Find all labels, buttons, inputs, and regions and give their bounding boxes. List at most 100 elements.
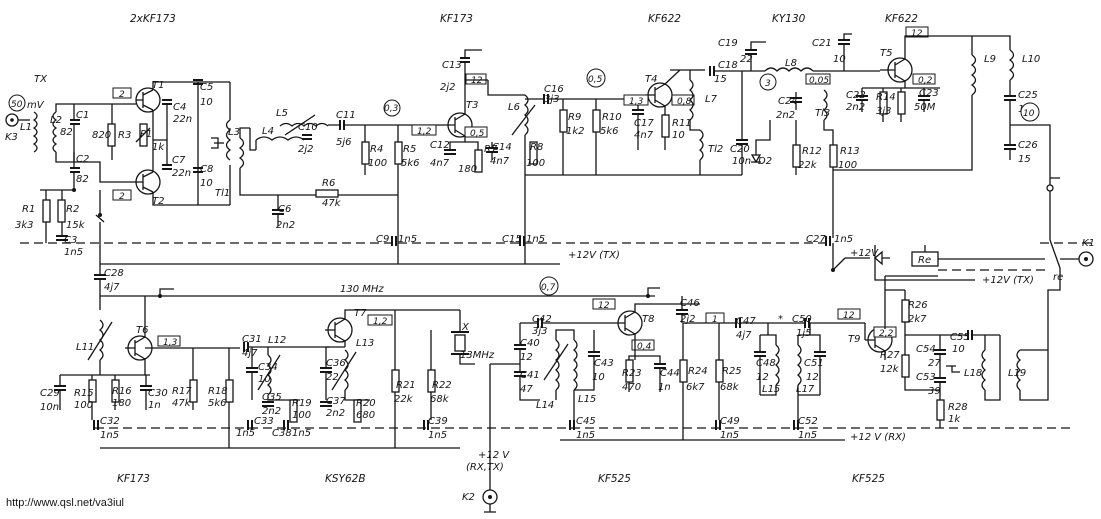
- svg-text:2n2: 2n2: [262, 406, 281, 417]
- svg-text:T3: T3: [466, 100, 478, 111]
- svg-text:4j7: 4j7: [242, 348, 258, 359]
- svg-text:1n: 1n: [658, 382, 671, 393]
- c49-capacitor-icon: [715, 420, 721, 430]
- input-section: K3 50 mV TX L1 L2 82 C1 C2 82: [5, 74, 89, 192]
- svg-text:10: 10: [200, 178, 213, 189]
- svg-text:R10: R10: [602, 112, 622, 123]
- tl1-transformer-icon: [238, 137, 245, 169]
- svg-text:Tl3: Tl3: [815, 108, 830, 119]
- r8-resistor-icon: [529, 141, 538, 165]
- svg-text:10: 10: [833, 54, 846, 65]
- svg-text:1k: 1k: [948, 414, 961, 425]
- svg-text:10: 10: [258, 374, 271, 385]
- svg-text:12k: 12k: [880, 364, 900, 375]
- svg-text:C3: C3: [64, 235, 77, 246]
- svg-text:12: 12: [843, 311, 855, 321]
- svg-text:mV: mV: [27, 100, 45, 111]
- voltage-box-1-2-t7: [367, 314, 393, 326]
- svg-text:4n7: 4n7: [490, 156, 510, 167]
- svg-text:L3: L3: [228, 127, 240, 138]
- svg-text:R11: R11: [672, 118, 692, 129]
- svg-text:L7: L7: [705, 94, 718, 105]
- c34-capacitor-icon: [246, 367, 258, 373]
- svg-text:R25: R25: [722, 366, 742, 377]
- svg-text:1,2: 1,2: [373, 317, 388, 327]
- svg-text:C14: C14: [492, 142, 512, 153]
- svg-text:R14: R14: [876, 92, 896, 103]
- svg-text:1n: 1n: [148, 400, 161, 411]
- svg-text:2j2: 2j2: [298, 144, 314, 155]
- svg-text:180: 180: [112, 398, 131, 409]
- svg-text:R7: R7: [484, 144, 498, 155]
- svg-text:R23: R23: [622, 368, 642, 379]
- tl2-transformer-icon: [698, 129, 704, 161]
- svg-text:10: 10: [1023, 109, 1035, 119]
- c45-capacitor-icon: [569, 420, 575, 430]
- svg-text:R24: R24: [688, 366, 708, 377]
- svg-text:68k: 68k: [720, 382, 740, 393]
- svg-text:R20: R20: [356, 398, 376, 409]
- stage-titles: 2xKF173 KF173 KF622 KY130 KF622 KF173 KS…: [117, 13, 918, 485]
- c7-capacitor-icon: [162, 164, 172, 170]
- svg-text:C42: C42: [532, 314, 552, 325]
- svg-text:C29: C29: [40, 388, 60, 399]
- svg-text:L10: L10: [1022, 54, 1040, 65]
- svg-text:4n7: 4n7: [430, 158, 450, 169]
- svg-text:27: 27: [928, 358, 941, 369]
- svg-text:1,2: 1,2: [417, 127, 432, 137]
- svg-text:1n5: 1n5: [100, 430, 119, 441]
- svg-text:C19: C19: [718, 38, 738, 49]
- voltage-box-1-3-t6: [157, 335, 181, 347]
- tx-output-node-icon: [1046, 184, 1054, 192]
- svg-text:10n: 10n: [40, 402, 59, 413]
- c32-capacitor-icon: [93, 420, 99, 430]
- svg-text:1n5: 1n5: [576, 430, 595, 441]
- svg-text:C25: C25: [1018, 90, 1038, 101]
- svg-text:R5: R5: [403, 144, 416, 155]
- c9-capacitor-icon: [391, 236, 397, 246]
- r7-resistor-icon: [474, 149, 483, 173]
- svg-text:5j6: 5j6: [336, 137, 352, 148]
- c12-capacitor-icon: [444, 149, 456, 155]
- svg-text:22: 22: [740, 54, 753, 65]
- svg-text:C33: C33: [254, 416, 274, 427]
- crystal-icon: [454, 334, 466, 352]
- svg-text:C53: C53: [916, 372, 936, 383]
- svg-text:2j2: 2j2: [680, 314, 696, 325]
- svg-text:C12: C12: [430, 140, 450, 151]
- c35-capacitor-icon: [262, 401, 274, 407]
- svg-text:1n5: 1n5: [236, 428, 255, 439]
- svg-text:R12: R12: [802, 146, 822, 157]
- c10-capacitor-icon: [302, 134, 312, 140]
- l6-coil-icon: [523, 94, 529, 136]
- svg-text:R28: R28: [948, 402, 968, 413]
- svg-text:0,3: 0,3: [384, 104, 399, 114]
- svg-text:10: 10: [952, 344, 965, 355]
- stage-title-rx-osc: KF173: [117, 473, 150, 485]
- svg-text:re: re: [1053, 272, 1063, 283]
- svg-text:C21: C21: [812, 38, 832, 49]
- svg-text:R8: R8: [530, 142, 543, 153]
- source-url[interactable]: http://www.qsl.net/va3iul: [6, 497, 124, 509]
- c21-capacitor-icon: [838, 39, 850, 45]
- relay-section: +12V Re +12V (TX) re K1: [831, 238, 1095, 350]
- c1-capacitor-icon: [70, 119, 80, 125]
- t3-stage: T3 1,2 0,5 12 C13 2j2 C12 4n7 R7 180 L6 …: [411, 49, 545, 264]
- svg-text:L17: L17: [796, 384, 815, 395]
- voltage-circle-0-7: [539, 276, 559, 296]
- svg-text:R26: R26: [908, 300, 928, 311]
- svg-text:L5: L5: [276, 108, 288, 119]
- l15b-coil-icon: [774, 344, 780, 386]
- voltage-circle-0-5: [586, 68, 606, 88]
- svg-text:1: 1: [712, 315, 718, 325]
- svg-text:R19: R19: [292, 398, 312, 409]
- svg-text:0,2: 0,2: [918, 76, 933, 86]
- voltage-box-1-2-t3: [411, 124, 437, 136]
- svg-text:3: 3: [765, 79, 771, 89]
- svg-text:C16: C16: [544, 84, 564, 95]
- svg-text:K1: K1: [1082, 238, 1095, 249]
- svg-text:1j5: 1j5: [796, 328, 812, 339]
- svg-text:X: X: [461, 322, 470, 333]
- svg-text:15: 15: [714, 74, 727, 85]
- svg-text:P1: P1: [140, 129, 152, 140]
